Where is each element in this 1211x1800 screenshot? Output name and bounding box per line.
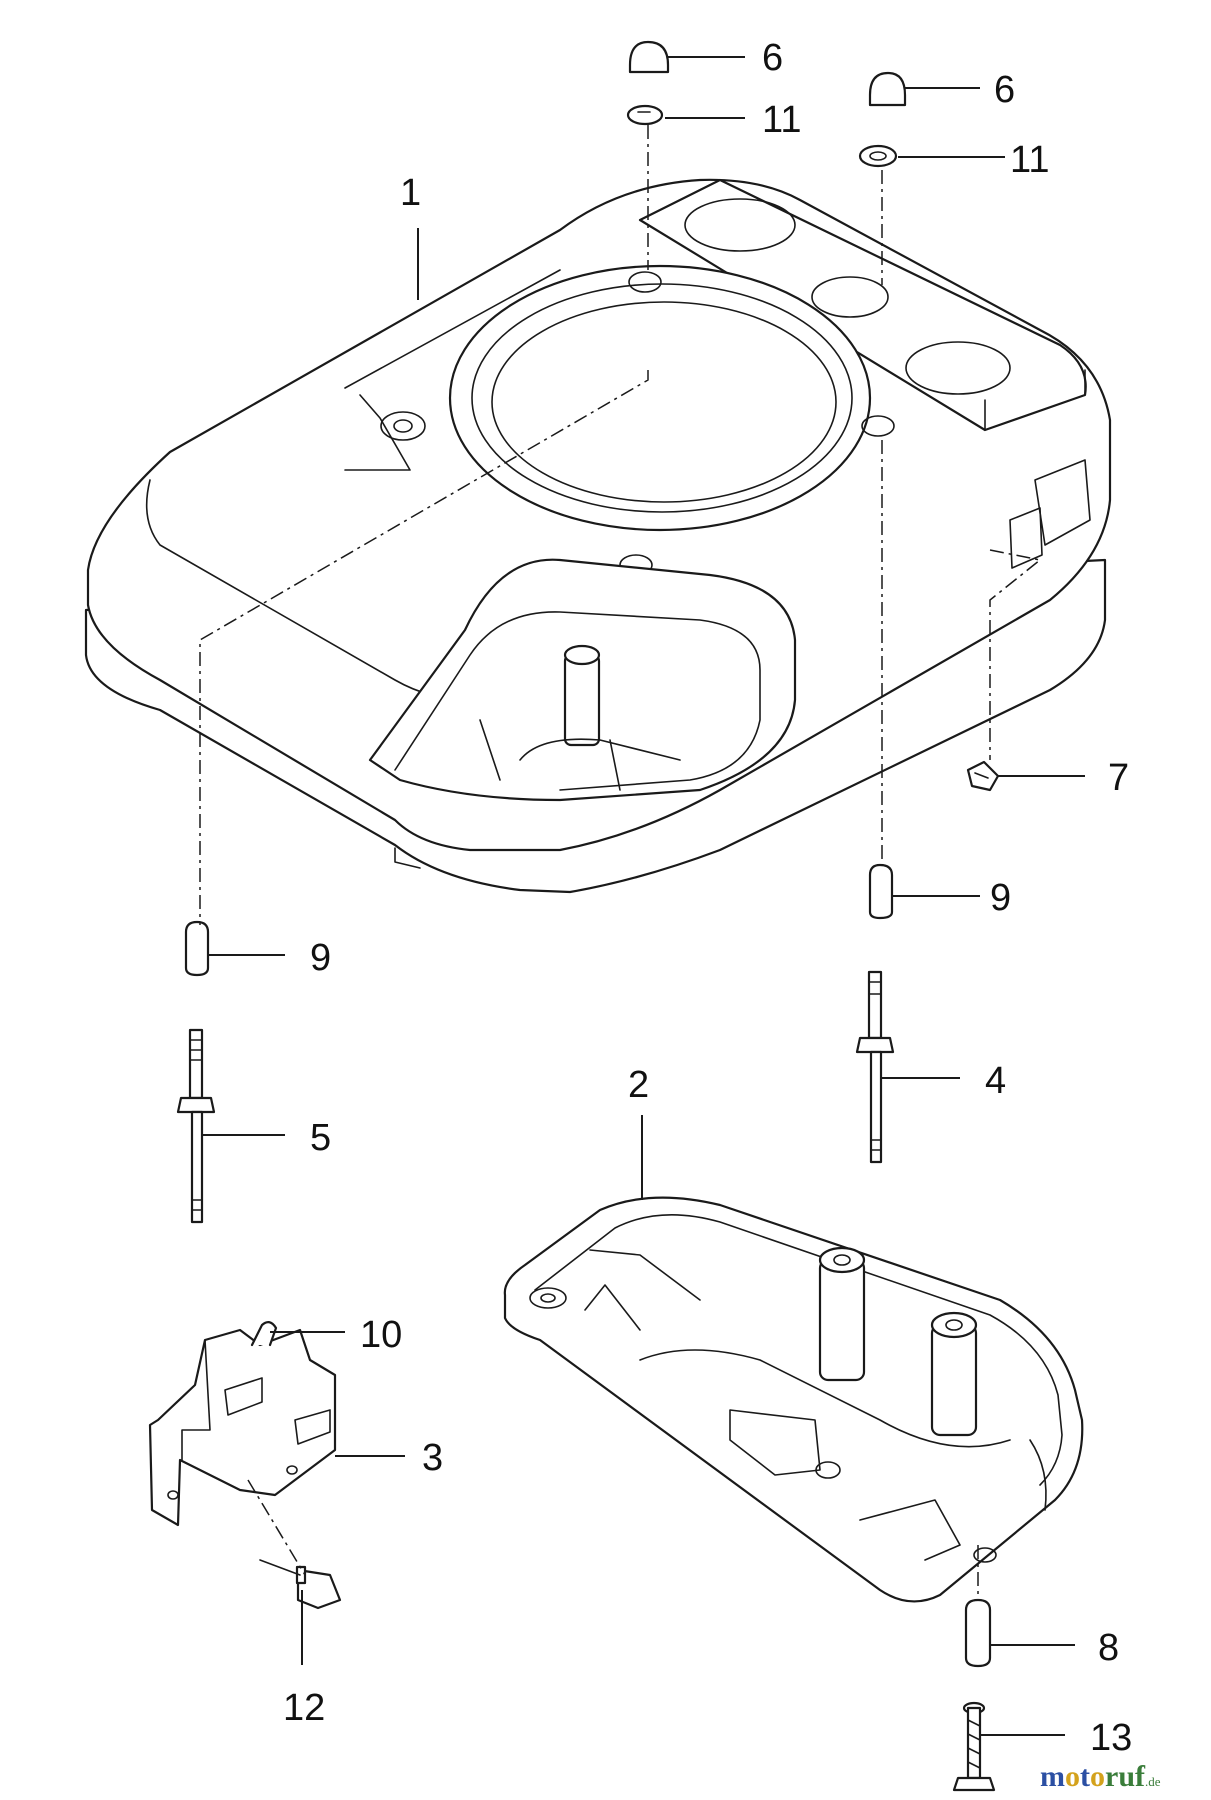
watermark-text: motoruf.de <box>1040 1760 1161 1793</box>
callout-9-right: 9 <box>990 877 1011 919</box>
callout-1: 1 <box>400 172 421 214</box>
stud-right <box>855 970 895 1164</box>
callout-7: 7 <box>1108 757 1129 799</box>
callout-9-left: 9 <box>310 937 331 979</box>
callout-5: 5 <box>310 1117 331 1159</box>
spacer-left <box>184 920 210 977</box>
screw <box>952 1701 996 1792</box>
bolt <box>259 1559 342 1610</box>
spacer-right <box>868 863 894 920</box>
callout-4: 4 <box>985 1060 1006 1102</box>
washer-right <box>858 144 898 168</box>
leader-lines <box>202 56 1085 1736</box>
stud-left <box>176 1028 216 1224</box>
callout-8: 8 <box>1098 1627 1119 1669</box>
base-pan <box>503 1196 1084 1603</box>
callout-2: 2 <box>628 1064 649 1106</box>
blower-housing-cover <box>84 178 1112 894</box>
callout-11-right: 11 <box>1010 139 1049 181</box>
callout-10: 10 <box>360 1314 402 1356</box>
spacer-bottom <box>964 1598 992 1668</box>
cap-right <box>868 71 907 107</box>
callout-labels: 1 2 3 4 5 6 6 7 8 9 9 10 11 11 12 13 <box>283 37 1132 1759</box>
callout-6-left: 6 <box>762 37 783 79</box>
callout-3: 3 <box>422 1437 443 1479</box>
callout-13: 13 <box>1090 1717 1132 1759</box>
clip-nut <box>966 760 1000 792</box>
cap-left <box>628 40 670 74</box>
clip <box>250 1321 278 1347</box>
callout-6-right: 6 <box>994 69 1015 111</box>
watermark-logo: motoruf.de <box>1040 1760 1161 1793</box>
washer-left <box>626 104 664 126</box>
callout-12: 12 <box>283 1687 325 1729</box>
bracket <box>148 1328 337 1527</box>
callout-11-left: 11 <box>762 99 801 141</box>
alignment-lines <box>199 125 1042 1598</box>
